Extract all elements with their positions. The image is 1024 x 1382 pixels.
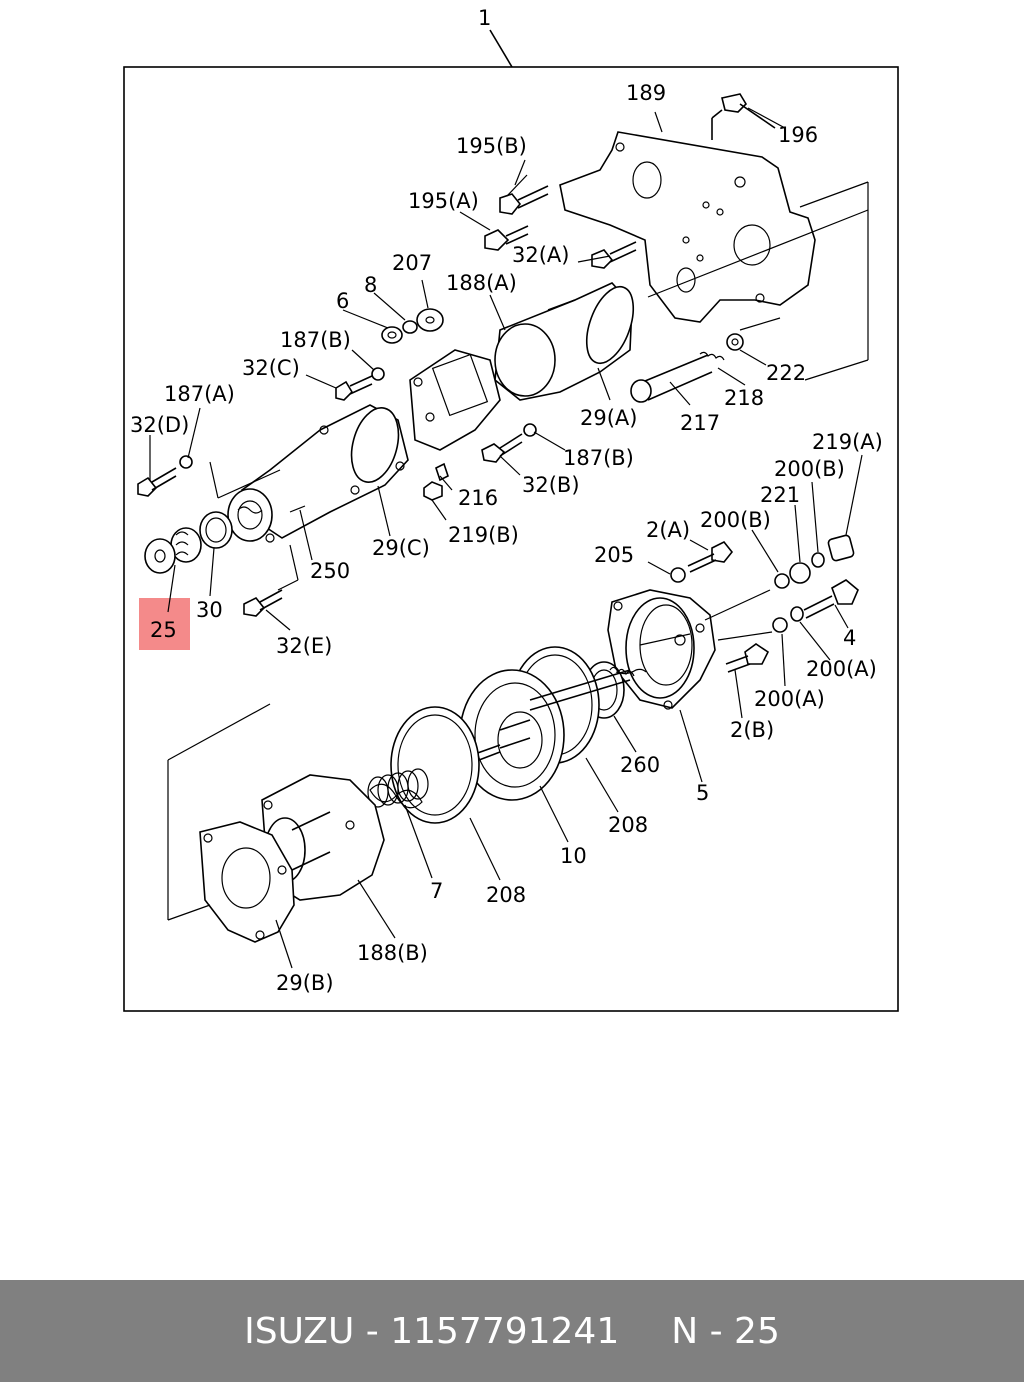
servo-cover-5	[607, 589, 716, 710]
label-2a: 2(A)	[646, 518, 690, 542]
label-205: 205	[594, 543, 634, 567]
label-250: 250	[310, 559, 350, 583]
label-208-2: 208	[486, 883, 526, 907]
label-32a: 32(A)	[512, 243, 569, 267]
label-189: 189	[626, 81, 666, 105]
label-222: 222	[766, 361, 806, 385]
label-188b: 188(B)	[357, 941, 428, 965]
label-7: 7	[430, 879, 443, 903]
label-221: 221	[760, 483, 800, 507]
label-32e: 32(E)	[276, 634, 332, 658]
plug-25	[144, 527, 202, 574]
label-217: 217	[680, 411, 720, 435]
label-200b-1: 200(B)	[774, 457, 845, 481]
label-4: 4	[843, 626, 856, 650]
label-216: 216	[458, 486, 498, 510]
label-29c: 29(C)	[372, 536, 430, 560]
nut-219a	[827, 534, 855, 562]
cylinder-250	[227, 404, 409, 543]
bolt-32c	[335, 375, 373, 401]
label-29a: 29(A)	[580, 406, 637, 430]
footer-part-number: ISUZU - 1157791241	[244, 1310, 620, 1352]
bolt-195a	[484, 225, 529, 251]
label-195b: 195(B)	[456, 134, 527, 158]
label-260: 260	[620, 753, 660, 777]
bolt-2b	[725, 643, 770, 673]
valve-body-plate	[559, 131, 816, 323]
servo-housing-188a	[494, 282, 635, 401]
label-219b: 219(B)	[448, 523, 519, 547]
spring-7	[367, 768, 429, 809]
label-32c: 32(C)	[242, 356, 300, 380]
label-195a: 195(A)	[408, 189, 479, 213]
label-30: 30	[196, 598, 223, 622]
label-29b: 29(B)	[276, 971, 334, 995]
bolt-2a	[687, 540, 734, 573]
bolt-32b	[481, 433, 523, 463]
label-2b: 2(B)	[730, 718, 774, 742]
valve-assembly	[409, 349, 501, 451]
label-208-1: 208	[608, 813, 648, 837]
label-187a: 187(A)	[164, 382, 235, 406]
footer-bar: ISUZU - 1157791241 N - 25	[0, 1280, 1024, 1382]
label-187b-top: 187(B)	[280, 328, 351, 352]
bolt-195b	[499, 185, 549, 215]
label-10: 10	[560, 844, 587, 868]
bolt-32a	[591, 241, 637, 269]
label-200a-2: 200(A)	[754, 687, 825, 711]
label-200b-2: 200(B)	[700, 508, 771, 532]
label-8: 8	[364, 273, 377, 297]
label-32d: 32(D)	[130, 413, 189, 437]
label-5: 5	[696, 781, 709, 805]
label-25: 25	[150, 618, 177, 642]
bolt-4	[803, 579, 859, 619]
label-32b: 32(B)	[522, 473, 580, 497]
footer-ref: N - 25	[671, 1310, 780, 1352]
label-1: 1	[478, 6, 491, 30]
diagram-frame	[123, 66, 899, 1012]
flange-29b	[199, 821, 295, 943]
label-6: 6	[336, 289, 349, 313]
label-187b-mid: 187(B)	[563, 446, 634, 470]
label-207: 207	[392, 251, 432, 275]
label-200a-1: 200(A)	[806, 657, 877, 681]
label-188a: 188(A)	[446, 271, 517, 295]
parts-diagram: 1 189 196 195(B) 195(A) 32(A) 207 8 6 18…	[123, 6, 899, 1012]
piston-rod-217	[630, 333, 744, 403]
bolt-32d	[137, 467, 177, 497]
label-196: 196	[778, 123, 818, 147]
label-218: 218	[724, 386, 764, 410]
highlight-box	[139, 598, 190, 650]
label-219a: 219(A)	[812, 430, 883, 454]
bolt-32e	[243, 589, 283, 617]
